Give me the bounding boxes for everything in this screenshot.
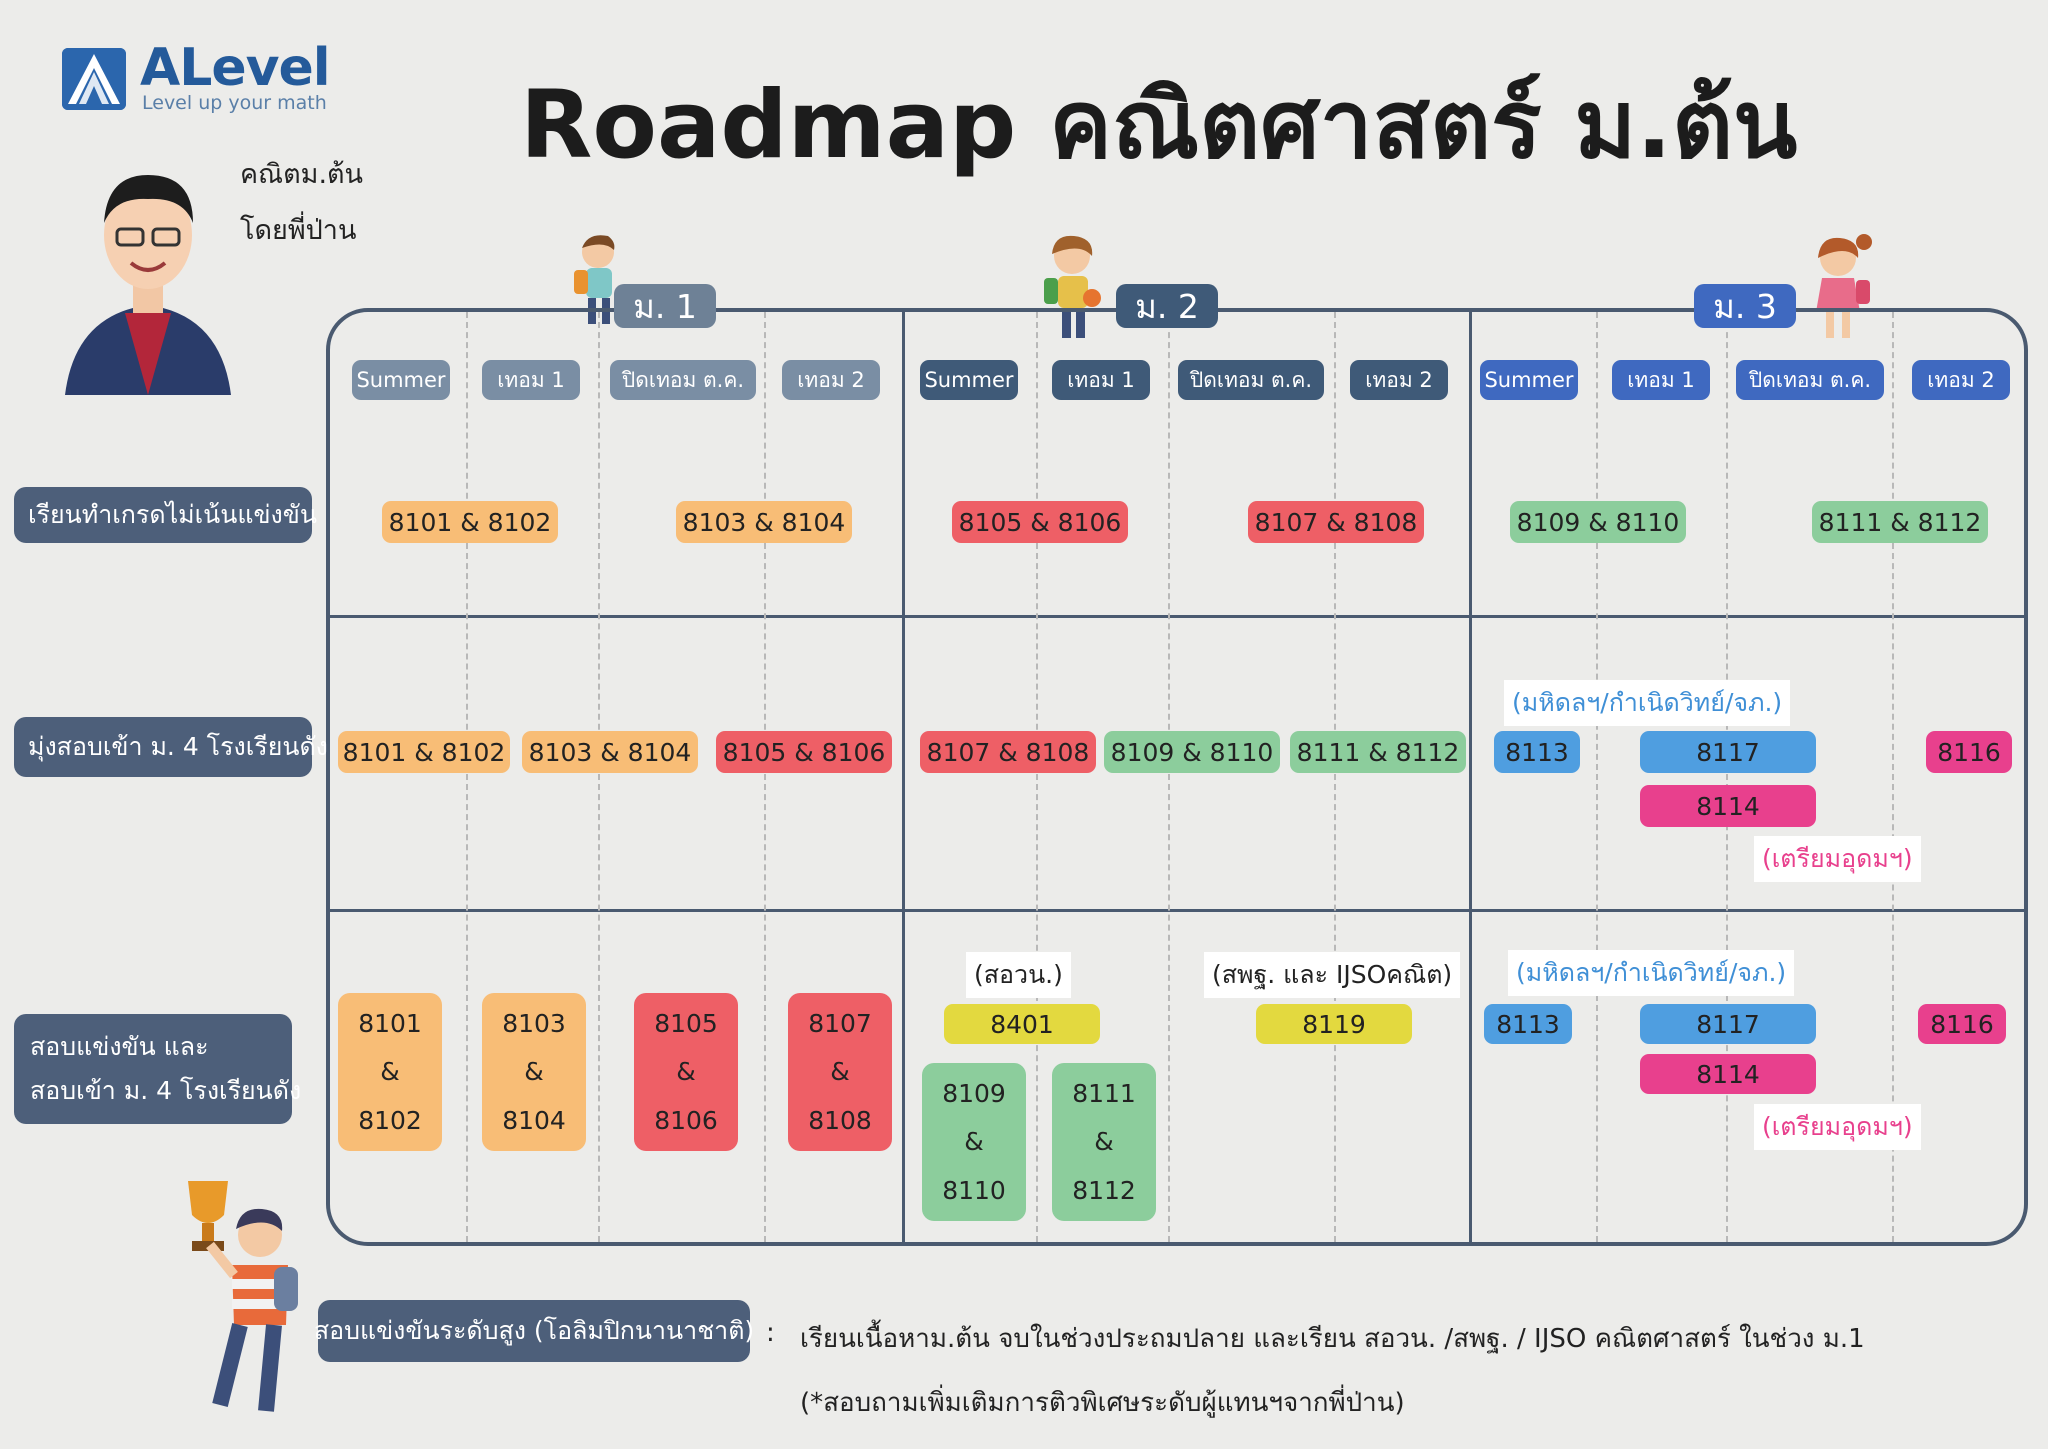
term-divider: [1892, 312, 1894, 1242]
course-8111-8112: 8111 & 8112: [1290, 731, 1466, 773]
row-label-competition: สอบแข่งขัน และ สอบเข้า ม. 4 โรงเรียนดัง: [14, 1014, 301, 1124]
course-8119: 8119: [1256, 1004, 1412, 1044]
course-8105-8106-stack: 8105 & 8106: [634, 993, 738, 1151]
course-8117: 8117: [1640, 1004, 1816, 1044]
note-triam-udom: (เตรียมอุดมฯ): [1754, 1104, 1921, 1150]
term-divider: [1726, 312, 1728, 1242]
student-m2-icon: [1040, 232, 1106, 340]
course-code: 8110: [942, 1176, 1006, 1206]
course-join: &: [676, 1057, 696, 1087]
term-divider: [1334, 312, 1336, 1242]
logo-tagline: Level up your math: [142, 92, 327, 114]
course-code: 8101: [358, 1008, 422, 1038]
term-divider: [1596, 312, 1598, 1242]
student-m3-icon: [1800, 232, 1880, 340]
note-triam-udom: (เตรียมอุดมฯ): [1754, 836, 1921, 882]
course-join: &: [1094, 1127, 1114, 1157]
course-8107-8108-stack: 8107 & 8108: [788, 993, 892, 1151]
row-label-line: สอบเข้า ม. 4 โรงเรียนดัง: [30, 1076, 302, 1105]
footer-label-olympiad: สอบแข่งขันระดับสูง (โอลิมปิกนานาชาติ): [314, 1300, 754, 1362]
course-8105-8106: 8105 & 8106: [952, 501, 1128, 543]
course-8103-8104: 8103 & 8104: [522, 731, 698, 773]
grade-divider: [902, 310, 905, 1244]
course-code: 8104: [502, 1106, 566, 1136]
course-code: 8112: [1072, 1176, 1136, 1206]
term-m1-term1: เทอม 1: [482, 360, 580, 400]
course-code: 8108: [808, 1106, 872, 1136]
page-title: Roadmap คณิตศาสตร์ ม.ต้น: [520, 71, 1798, 180]
course-8113: 8113: [1494, 731, 1580, 773]
course-8103-8104-stack: 8103 & 8104: [482, 993, 586, 1151]
logo-name: ALevel: [140, 38, 331, 98]
course-8109-8110: 8109 & 8110: [1104, 731, 1280, 773]
term-divider: [466, 312, 468, 1242]
course-code: 8107: [808, 1008, 872, 1038]
footer-description: เรียนเนื้อหาม.ต้น จบในช่วงประถมปลาย และเ…: [800, 1324, 1865, 1354]
course-8401: 8401: [944, 1004, 1100, 1044]
course-join: &: [524, 1057, 544, 1087]
course-8109-8110: 8109 & 8110: [1510, 501, 1686, 543]
alevel-logo-icon: [62, 48, 126, 110]
course-8105-8106: 8105 & 8106: [716, 731, 892, 773]
term-m2-summer: Summer: [920, 360, 1018, 400]
course-code: 8102: [358, 1106, 422, 1136]
grade-badge-m2: ม. 2: [1116, 284, 1218, 328]
course-8109-8110-stack: 8109 & 8110: [922, 1063, 1026, 1221]
term-divider: [1036, 312, 1038, 1242]
course-join: &: [380, 1057, 400, 1087]
row-divider: [328, 909, 2026, 912]
course-code: 8106: [654, 1106, 718, 1136]
term-m3-term2: เทอม 2: [1912, 360, 2010, 400]
course-8111-8112: 8111 & 8112: [1812, 501, 1988, 543]
trophy-student-icon: [170, 1175, 310, 1425]
term-m3-term1: เทอม 1: [1612, 360, 1710, 400]
row-label-line: สอบแข่งขัน และ: [30, 1032, 209, 1061]
note-science-schools: (มหิดลฯ/กำเนิดวิทย์/จภ.): [1504, 680, 1791, 726]
course-8111-8112-stack: 8111 & 8112: [1052, 1063, 1156, 1221]
course-8103-8104: 8103 & 8104: [676, 501, 852, 543]
course-8114: 8114: [1640, 785, 1816, 827]
course-8117: 8117: [1640, 731, 1816, 773]
footer-colon: :: [766, 1318, 775, 1348]
footer-contact-note: (*สอบถามเพิ่มเติมการติวพิเศษระดับผู้แทนฯ…: [800, 1388, 1405, 1418]
teacher-subject: คณิตม.ต้น: [240, 159, 364, 190]
term-m2-term1: เทอม 1: [1052, 360, 1150, 400]
grade-divider: [1469, 310, 1472, 1244]
note-sowon: (สอวน.): [966, 952, 1071, 998]
course-join: &: [964, 1127, 984, 1157]
note-ijso: (สพฐ. และ IJSOคณิต): [1204, 952, 1461, 998]
term-divider: [1168, 312, 1170, 1242]
course-8107-8108: 8107 & 8108: [1248, 501, 1424, 543]
course-8116: 8116: [1926, 731, 2012, 773]
course-code: 8111: [1072, 1078, 1136, 1108]
course-code: 8109: [942, 1078, 1006, 1108]
course-join: &: [830, 1057, 850, 1087]
row-label-m4-entrance: มุ่งสอบเข้า ม. 4 โรงเรียนดัง: [14, 717, 328, 777]
course-8113: 8113: [1484, 1004, 1572, 1044]
course-8101-8102: 8101 & 8102: [382, 501, 558, 543]
term-m2-break: ปิดเทอม ต.ค.: [1178, 360, 1324, 400]
grade-badge-m1: ม. 1: [614, 284, 716, 328]
course-8107-8108: 8107 & 8108: [920, 731, 1096, 773]
term-divider: [764, 312, 766, 1242]
row-label-grades: เรียนทำเกรดไม่เน้นแข่งขัน: [14, 487, 317, 543]
term-m2-term2: เทอม 2: [1350, 360, 1448, 400]
term-divider: [598, 312, 600, 1242]
term-m1-term2: เทอม 2: [782, 360, 880, 400]
course-8101-8102: 8101 & 8102: [338, 731, 510, 773]
course-code: 8103: [502, 1008, 566, 1038]
term-m1-break: ปิดเทอม ต.ค.: [610, 360, 756, 400]
course-8116: 8116: [1918, 1004, 2006, 1044]
course-8114: 8114: [1640, 1054, 1816, 1094]
note-science-schools: (มหิดลฯ/กำเนิดวิทย์/จภ.): [1508, 950, 1795, 996]
term-m3-break: ปิดเทอม ต.ค.: [1736, 360, 1884, 400]
course-8101-8102-stack: 8101 & 8102: [338, 993, 442, 1151]
grade-badge-m3: ม. 3: [1694, 284, 1796, 328]
row-divider: [328, 615, 2026, 618]
term-m1-summer: Summer: [352, 360, 450, 400]
term-m3-summer: Summer: [1480, 360, 1578, 400]
teacher-avatar: [55, 145, 241, 395]
course-code: 8105: [654, 1008, 718, 1038]
teacher-name: โดยพี่ป่าน: [240, 215, 357, 246]
